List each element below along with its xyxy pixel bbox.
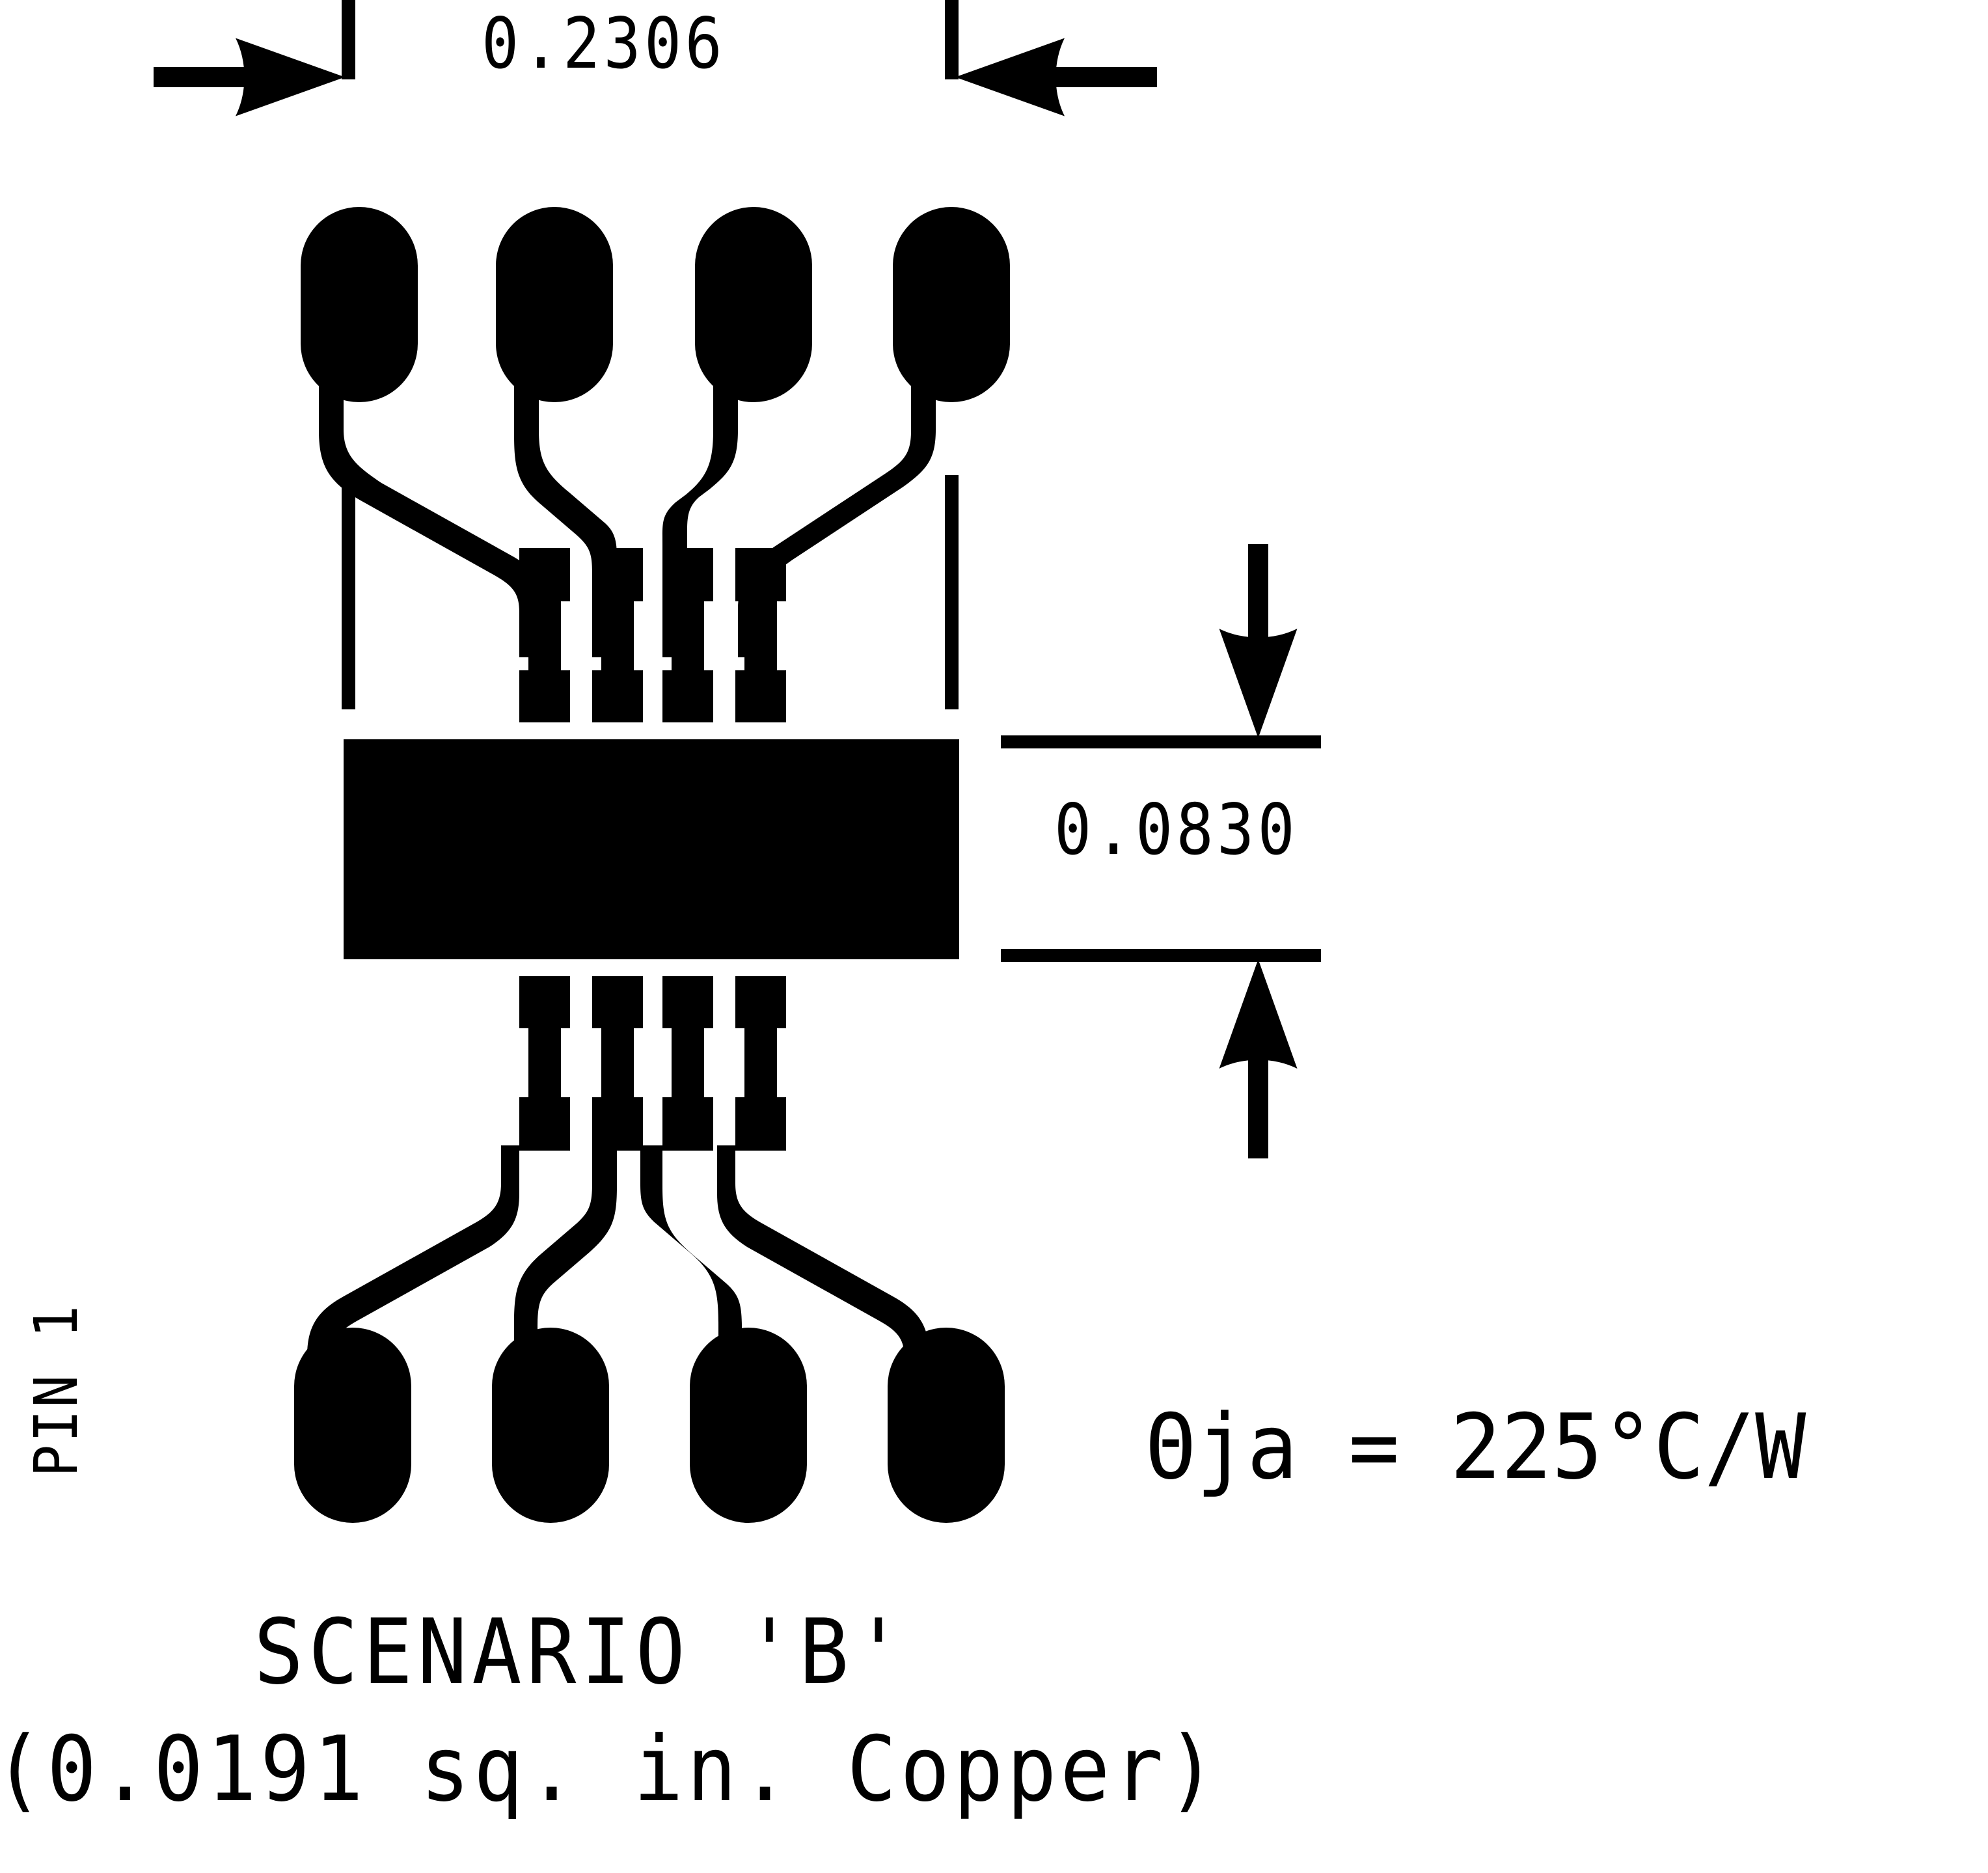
copper-pad-top-2 (496, 207, 613, 402)
scenario-title: SCENARIO 'B' (254, 1600, 908, 1704)
width-dimension-label: 0.2306 (482, 3, 726, 85)
width-arrow-left-tail (154, 67, 258, 87)
copper-pad-bottom-2 (492, 1328, 609, 1523)
copper-pad-bottom-1 (294, 1328, 411, 1523)
copper-pad-top-3 (695, 207, 812, 402)
copper-area-caption: (0.0191 sq. in. Copper) (0, 1717, 1221, 1822)
lead-pad-top-1 (519, 548, 570, 722)
trace-bottom-2 (514, 1145, 617, 1432)
trace-top-4 (738, 364, 936, 657)
copper-pad-bottom-4 (888, 1328, 1005, 1523)
height-arrow-bottom-head (1219, 959, 1298, 1069)
height-arrow-bottom-tail (1248, 1041, 1268, 1158)
package-body (344, 739, 959, 959)
width-arrow-right-head (955, 38, 1065, 116)
copper-pad-top-4 (893, 207, 1010, 402)
trace-top-1 (319, 364, 544, 657)
lead-pad-bottom-2 (592, 976, 643, 1151)
bottom-copper-group (294, 1145, 1005, 1523)
bottom-lead-pads-group (519, 976, 786, 1151)
lead-pad-top-3 (662, 548, 713, 722)
extension-line-right-lower (945, 475, 959, 709)
copper-pad-top-1 (301, 207, 418, 402)
width-arrow-left-head (236, 38, 345, 116)
trace-bottom-4 (717, 1145, 929, 1432)
trace-bottom-1 (307, 1145, 519, 1432)
extension-line-top-horizontal (1001, 735, 1321, 748)
top-lead-pads-group (519, 548, 786, 722)
pin-1-label: PIN 1 (21, 1303, 91, 1477)
height-arrow-top-head (1219, 629, 1298, 738)
lead-pad-bottom-3 (662, 976, 713, 1151)
top-copper-group (301, 207, 1010, 657)
lead-pad-bottom-1 (519, 976, 570, 1151)
width-arrow-right-tail (1048, 67, 1157, 87)
extension-line-left-upper (342, 0, 355, 79)
height-dimension-label: 0.0830 (1054, 789, 1299, 871)
extension-line-left-lower (342, 475, 355, 709)
copper-pad-bottom-3 (690, 1328, 807, 1523)
extension-line-bottom-horizontal (1001, 949, 1321, 962)
height-dimension-group (1001, 544, 1321, 1158)
trace-top-2 (514, 364, 618, 657)
lead-pad-top-4 (735, 548, 786, 722)
width-dimension-group (154, 0, 1157, 709)
lead-pad-bottom-4 (735, 976, 786, 1151)
thermal-resistance-label: Θja = 225°C/W (1145, 1395, 1806, 1499)
extension-line-right-upper (945, 0, 959, 79)
lead-pad-top-2 (592, 548, 643, 722)
